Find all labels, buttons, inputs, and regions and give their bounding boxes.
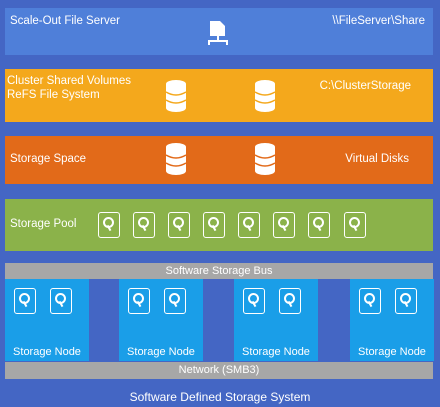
disk-icon [273,212,295,238]
disk-icon [395,288,417,314]
csv-path: C:\ClusterStorage [319,80,411,92]
disk-icon [14,288,36,314]
disk-icon [308,212,330,238]
sofs-share-path: \\FileServer\Share [332,15,425,27]
database-icon [254,143,276,175]
disk-icon [243,288,265,314]
software-storage-bus: Software Storage Bus [5,263,433,279]
database-icon [165,143,187,175]
storage-node-label: Storage Node [358,346,426,358]
disk-icon [128,288,150,314]
storage-space-label: Storage Space [10,153,87,165]
disk-icon [279,288,301,314]
file-server-icon [208,21,228,45]
disk-icon [344,212,366,238]
diagram-title: Software Defined Storage System [129,390,311,404]
disk-icon [359,288,381,314]
storage-pool-label: Storage Pool [10,218,77,230]
storage-pool-layer: Storage Pool [5,199,433,251]
storage-space-layer: Storage Space Virtual Disks [5,136,433,184]
cluster-shared-volumes-layer: Cluster Shared Volumes ReFS File System … [5,69,433,122]
virtual-disks-label: Virtual Disks [345,153,409,165]
csv-label-line2: ReFS File System [7,89,100,101]
scale-out-file-server-layer: Scale-Out File Server \\FileServer\Share [5,8,433,55]
network-smb3: Network (SMB3) [5,362,433,379]
disk-icon [50,288,72,314]
storage-node-label: Storage Node [13,346,81,358]
disk-icon [164,288,186,314]
network-label: Network (SMB3) [178,364,260,376]
csv-label: Cluster Shared Volumes ReFS File System [7,74,131,102]
csv-label-line1: Cluster Shared Volumes [7,75,132,87]
storage-node: Storage Node [119,279,203,361]
storage-node-label: Storage Node [127,346,195,358]
storage-node-label: Storage Node [242,346,310,358]
disk-icon [168,212,190,238]
disk-icon [133,212,155,238]
storage-node: Storage Node [5,279,89,361]
storage-node: Storage Node [234,279,318,361]
database-icon [165,80,187,112]
disk-icon [203,212,225,238]
database-icon [254,80,276,112]
storage-node: Storage Node [350,279,434,361]
disk-icon [238,212,260,238]
sofs-label: Scale-Out File Server [10,15,120,27]
disk-icon [98,212,120,238]
software-storage-bus-label: Software Storage Bus [165,265,273,277]
